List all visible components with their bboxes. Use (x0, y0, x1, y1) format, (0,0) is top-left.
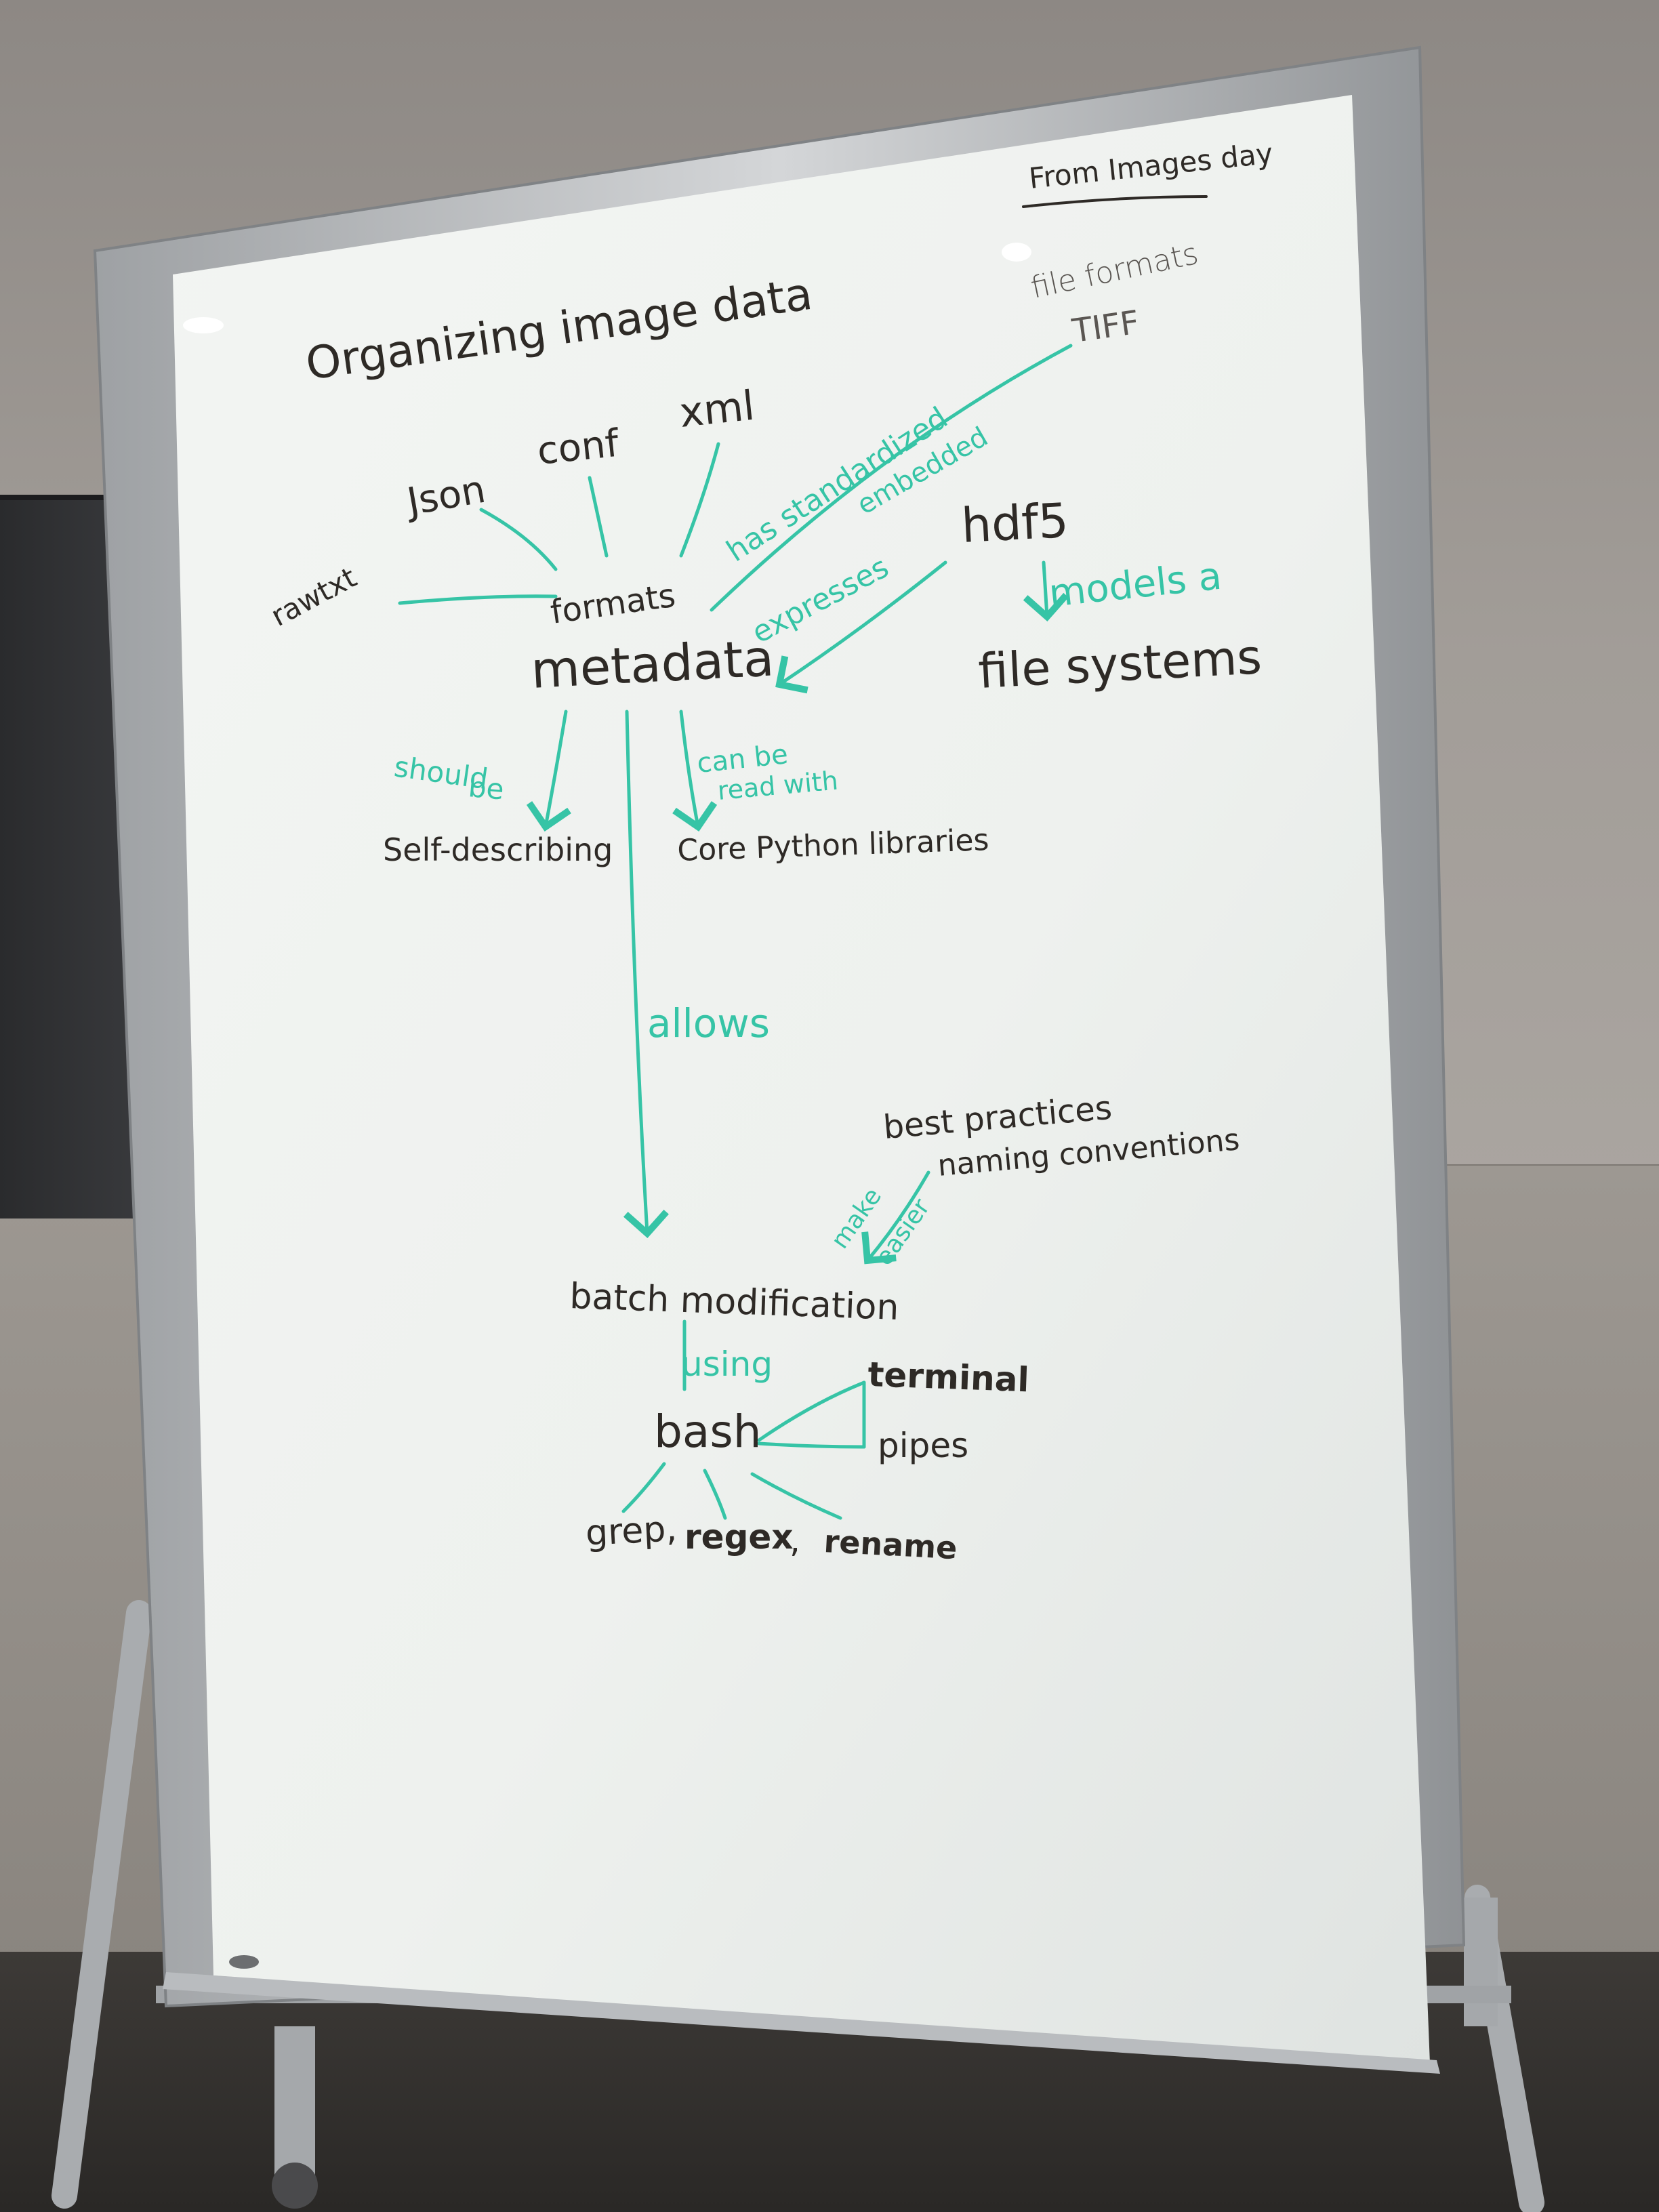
edge-bash-pipes (757, 1441, 866, 1449)
edge-rawtxt-formats (398, 594, 558, 605)
edge-bash-rename (750, 1472, 842, 1520)
node-bash: bash (654, 1406, 762, 1458)
edge-bash-terminal (757, 1380, 866, 1442)
edge-bestpractices-batch (861, 1170, 930, 1265)
edge-conf-formats (588, 476, 609, 558)
node-pipes: pipes (878, 1426, 968, 1465)
edge-metadata-corepython (672, 710, 718, 832)
eraser-smudge (229, 1955, 259, 1969)
edge-hdf5-filesystems (1023, 560, 1069, 622)
edge-json-formats (479, 508, 558, 571)
label-allows: allows (647, 1000, 770, 1046)
node-hdf5: hdf5 (960, 493, 1070, 554)
edge-metadata-selfdescribing (526, 710, 571, 832)
node-xml: xml (677, 382, 756, 437)
board-surface (173, 95, 1430, 2064)
edge-xml-formats (679, 442, 720, 558)
node-tiff: TIFF (1069, 304, 1142, 350)
marker-tray (163, 1972, 1440, 2074)
node-conf: conf (535, 422, 622, 474)
label-be: be (467, 770, 506, 806)
connectors (398, 195, 1208, 1520)
node-rename: rename (823, 1523, 958, 1566)
node-terminal: terminal (867, 1355, 1030, 1399)
corner-note-underline (1022, 195, 1208, 208)
ceiling-reflection (183, 317, 224, 333)
node-self-describing: Self-describing (383, 832, 613, 868)
node-metadata: metadata (529, 629, 775, 700)
node-comma: , (790, 1521, 800, 1560)
label-using: using (681, 1345, 773, 1384)
node-regex: regex (684, 1517, 794, 1557)
edge-bash-grep (621, 1462, 666, 1513)
edge-bash-regex (703, 1469, 727, 1520)
edge-metadata-batch (623, 710, 669, 1239)
node-grep: grep, (585, 1509, 678, 1554)
edge-tiff-metadata (710, 344, 1073, 612)
ceiling-reflection (1002, 243, 1031, 262)
edge-hdf5-metadata (775, 560, 947, 694)
